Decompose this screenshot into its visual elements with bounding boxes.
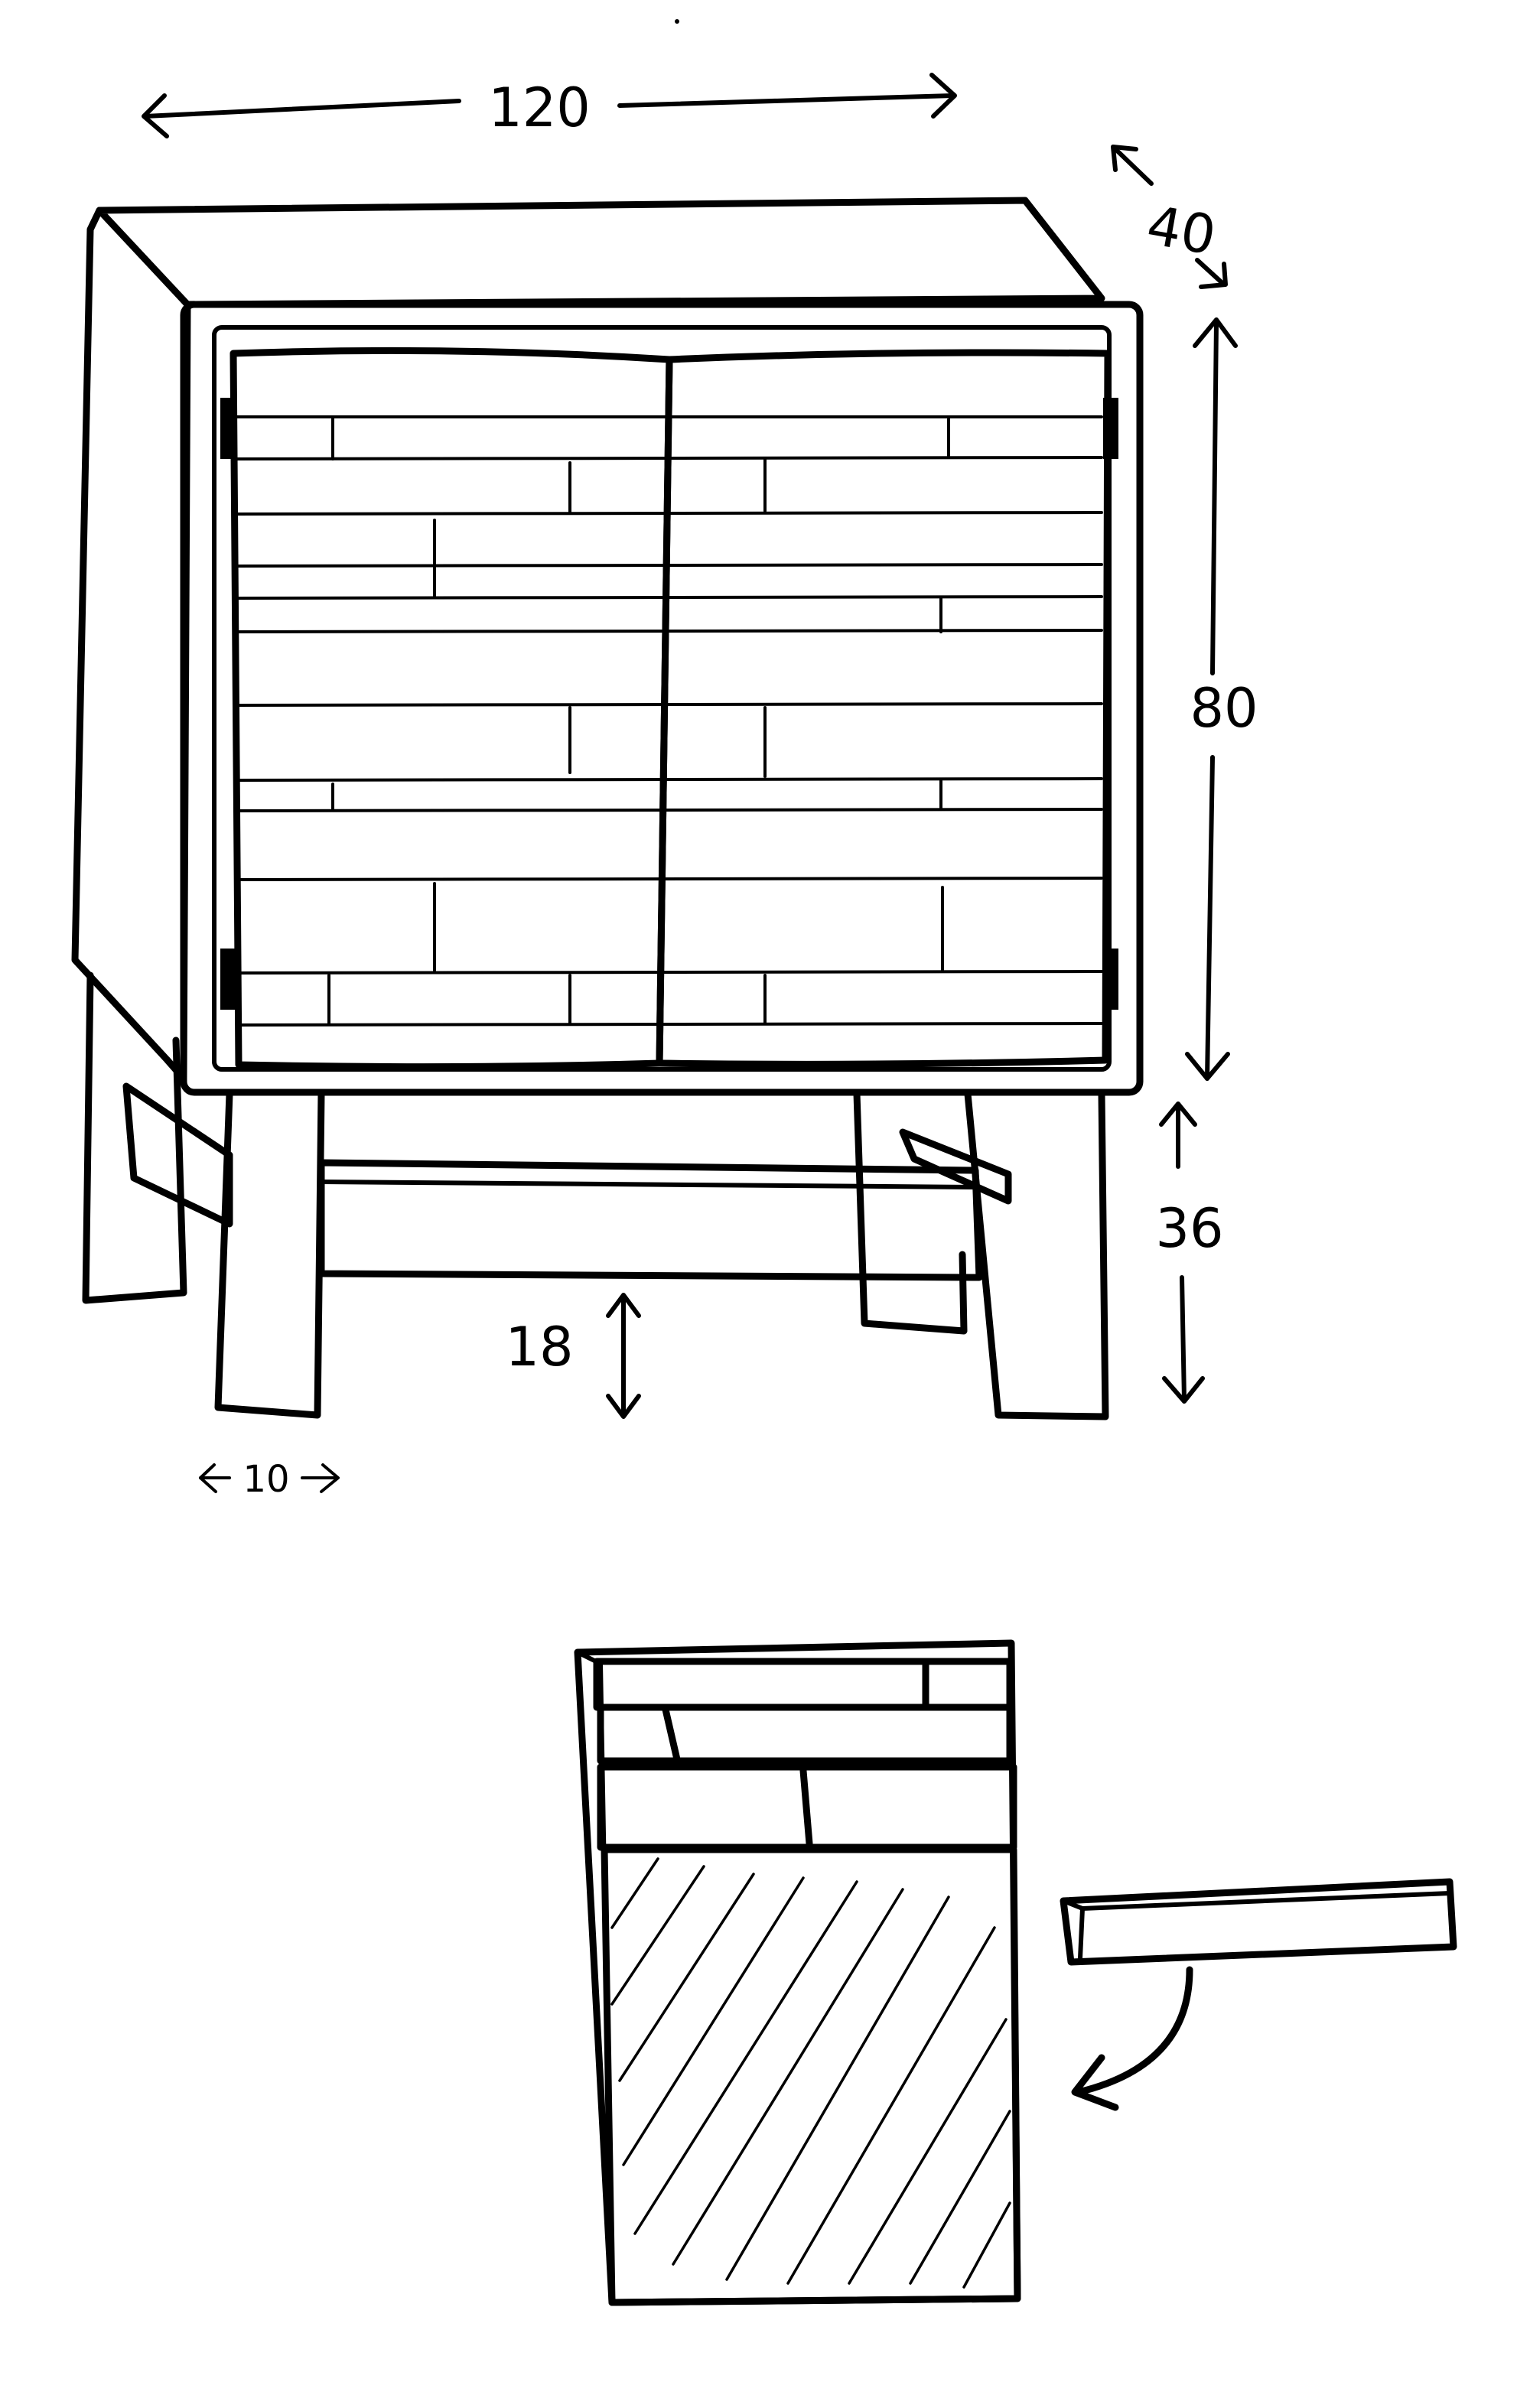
right-side-rail	[899, 1128, 1012, 1205]
leg-front-right	[964, 1090, 1109, 1420]
width-arrow-right	[617, 93, 955, 108]
rail-height-label: 18	[505, 1316, 573, 1378]
stand-drawing	[82, 971, 1109, 1420]
cabinet-height-arrow	[1210, 319, 1219, 675]
leg-front-left	[214, 1090, 325, 1419]
door-planks	[236, 415, 1103, 1027]
left-side-rail	[122, 1082, 233, 1228]
right-door	[656, 349, 1112, 1068]
cabinet-height-label: 80	[1190, 677, 1258, 740]
cabinet-drawing	[71, 197, 1144, 1096]
leg-back-right	[853, 1090, 968, 1335]
panel-detail-drawing	[574, 1639, 1457, 2306]
door-split-line	[656, 356, 673, 1067]
detail-hatched-area	[601, 1846, 1021, 2306]
detail-plank-2	[597, 1703, 1014, 1765]
detail-plank-1	[593, 1658, 1014, 1711]
detached-plank	[1060, 1878, 1457, 1966]
width-label: 120	[488, 76, 591, 139]
depth-label: 40	[1142, 194, 1220, 267]
hatch-lines	[610, 1857, 1011, 2289]
leg-back-left	[82, 971, 187, 1304]
cabinet-top	[96, 197, 1105, 308]
hinge-top-right	[1103, 398, 1118, 459]
dimension-lines	[142, 73, 1238, 1493]
leg-height-label: 36	[1155, 1197, 1223, 1260]
leg-width-label: 10	[243, 1458, 289, 1501]
cabinet-left-side	[71, 207, 191, 1082]
hinge-bottom-left	[220, 949, 236, 1010]
detail-panel-outline	[574, 1639, 1021, 2306]
front-rail	[317, 1159, 983, 1281]
stray-dot	[675, 19, 679, 24]
hinge-bottom-right	[1103, 949, 1118, 1010]
insert-arrow	[1075, 1966, 1193, 2096]
width-arrow-left	[143, 99, 461, 119]
depth-arrow	[1111, 145, 1154, 186]
cabinet-front-frame	[180, 301, 1144, 1096]
hinge-top-left	[220, 398, 236, 459]
